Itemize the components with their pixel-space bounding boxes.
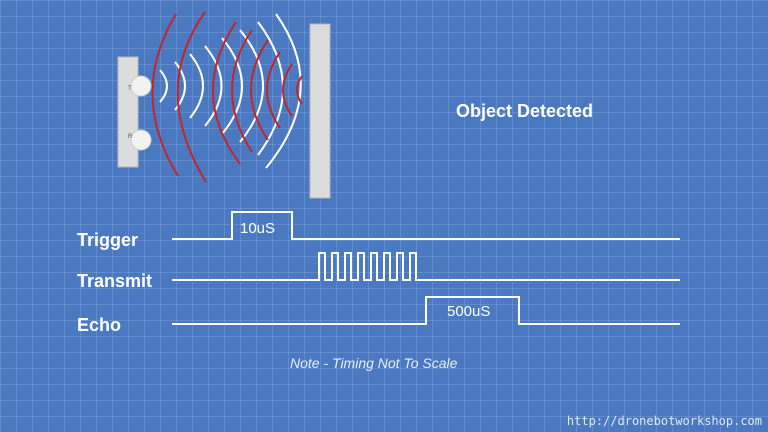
echo-pulse-width: 500uS <box>447 303 491 320</box>
timing-note: Note - Timing Not To Scale <box>290 355 458 371</box>
signal-traces <box>172 211 680 325</box>
receiver-mark: R <box>128 134 133 140</box>
trigger-trace <box>172 211 680 240</box>
echo-label: Echo <box>77 315 122 335</box>
receiver-element <box>130 129 152 151</box>
outgoing-waves <box>159 13 302 169</box>
transmit-trace <box>172 252 680 281</box>
sensor-board <box>117 56 139 168</box>
source-credit: http://dronebotworkshop.com <box>566 414 762 428</box>
reflected-waves <box>151 11 303 183</box>
trigger-pulse-width: 10uS <box>240 220 276 237</box>
transmit-label: Transmit <box>77 271 153 291</box>
target-object <box>309 23 331 199</box>
object-detected-status: Object Detected <box>456 101 594 121</box>
trigger-label: Trigger <box>77 230 139 250</box>
echo-trace <box>172 296 680 325</box>
transmitter-mark: T <box>128 86 132 92</box>
transmitter-element <box>130 75 152 97</box>
